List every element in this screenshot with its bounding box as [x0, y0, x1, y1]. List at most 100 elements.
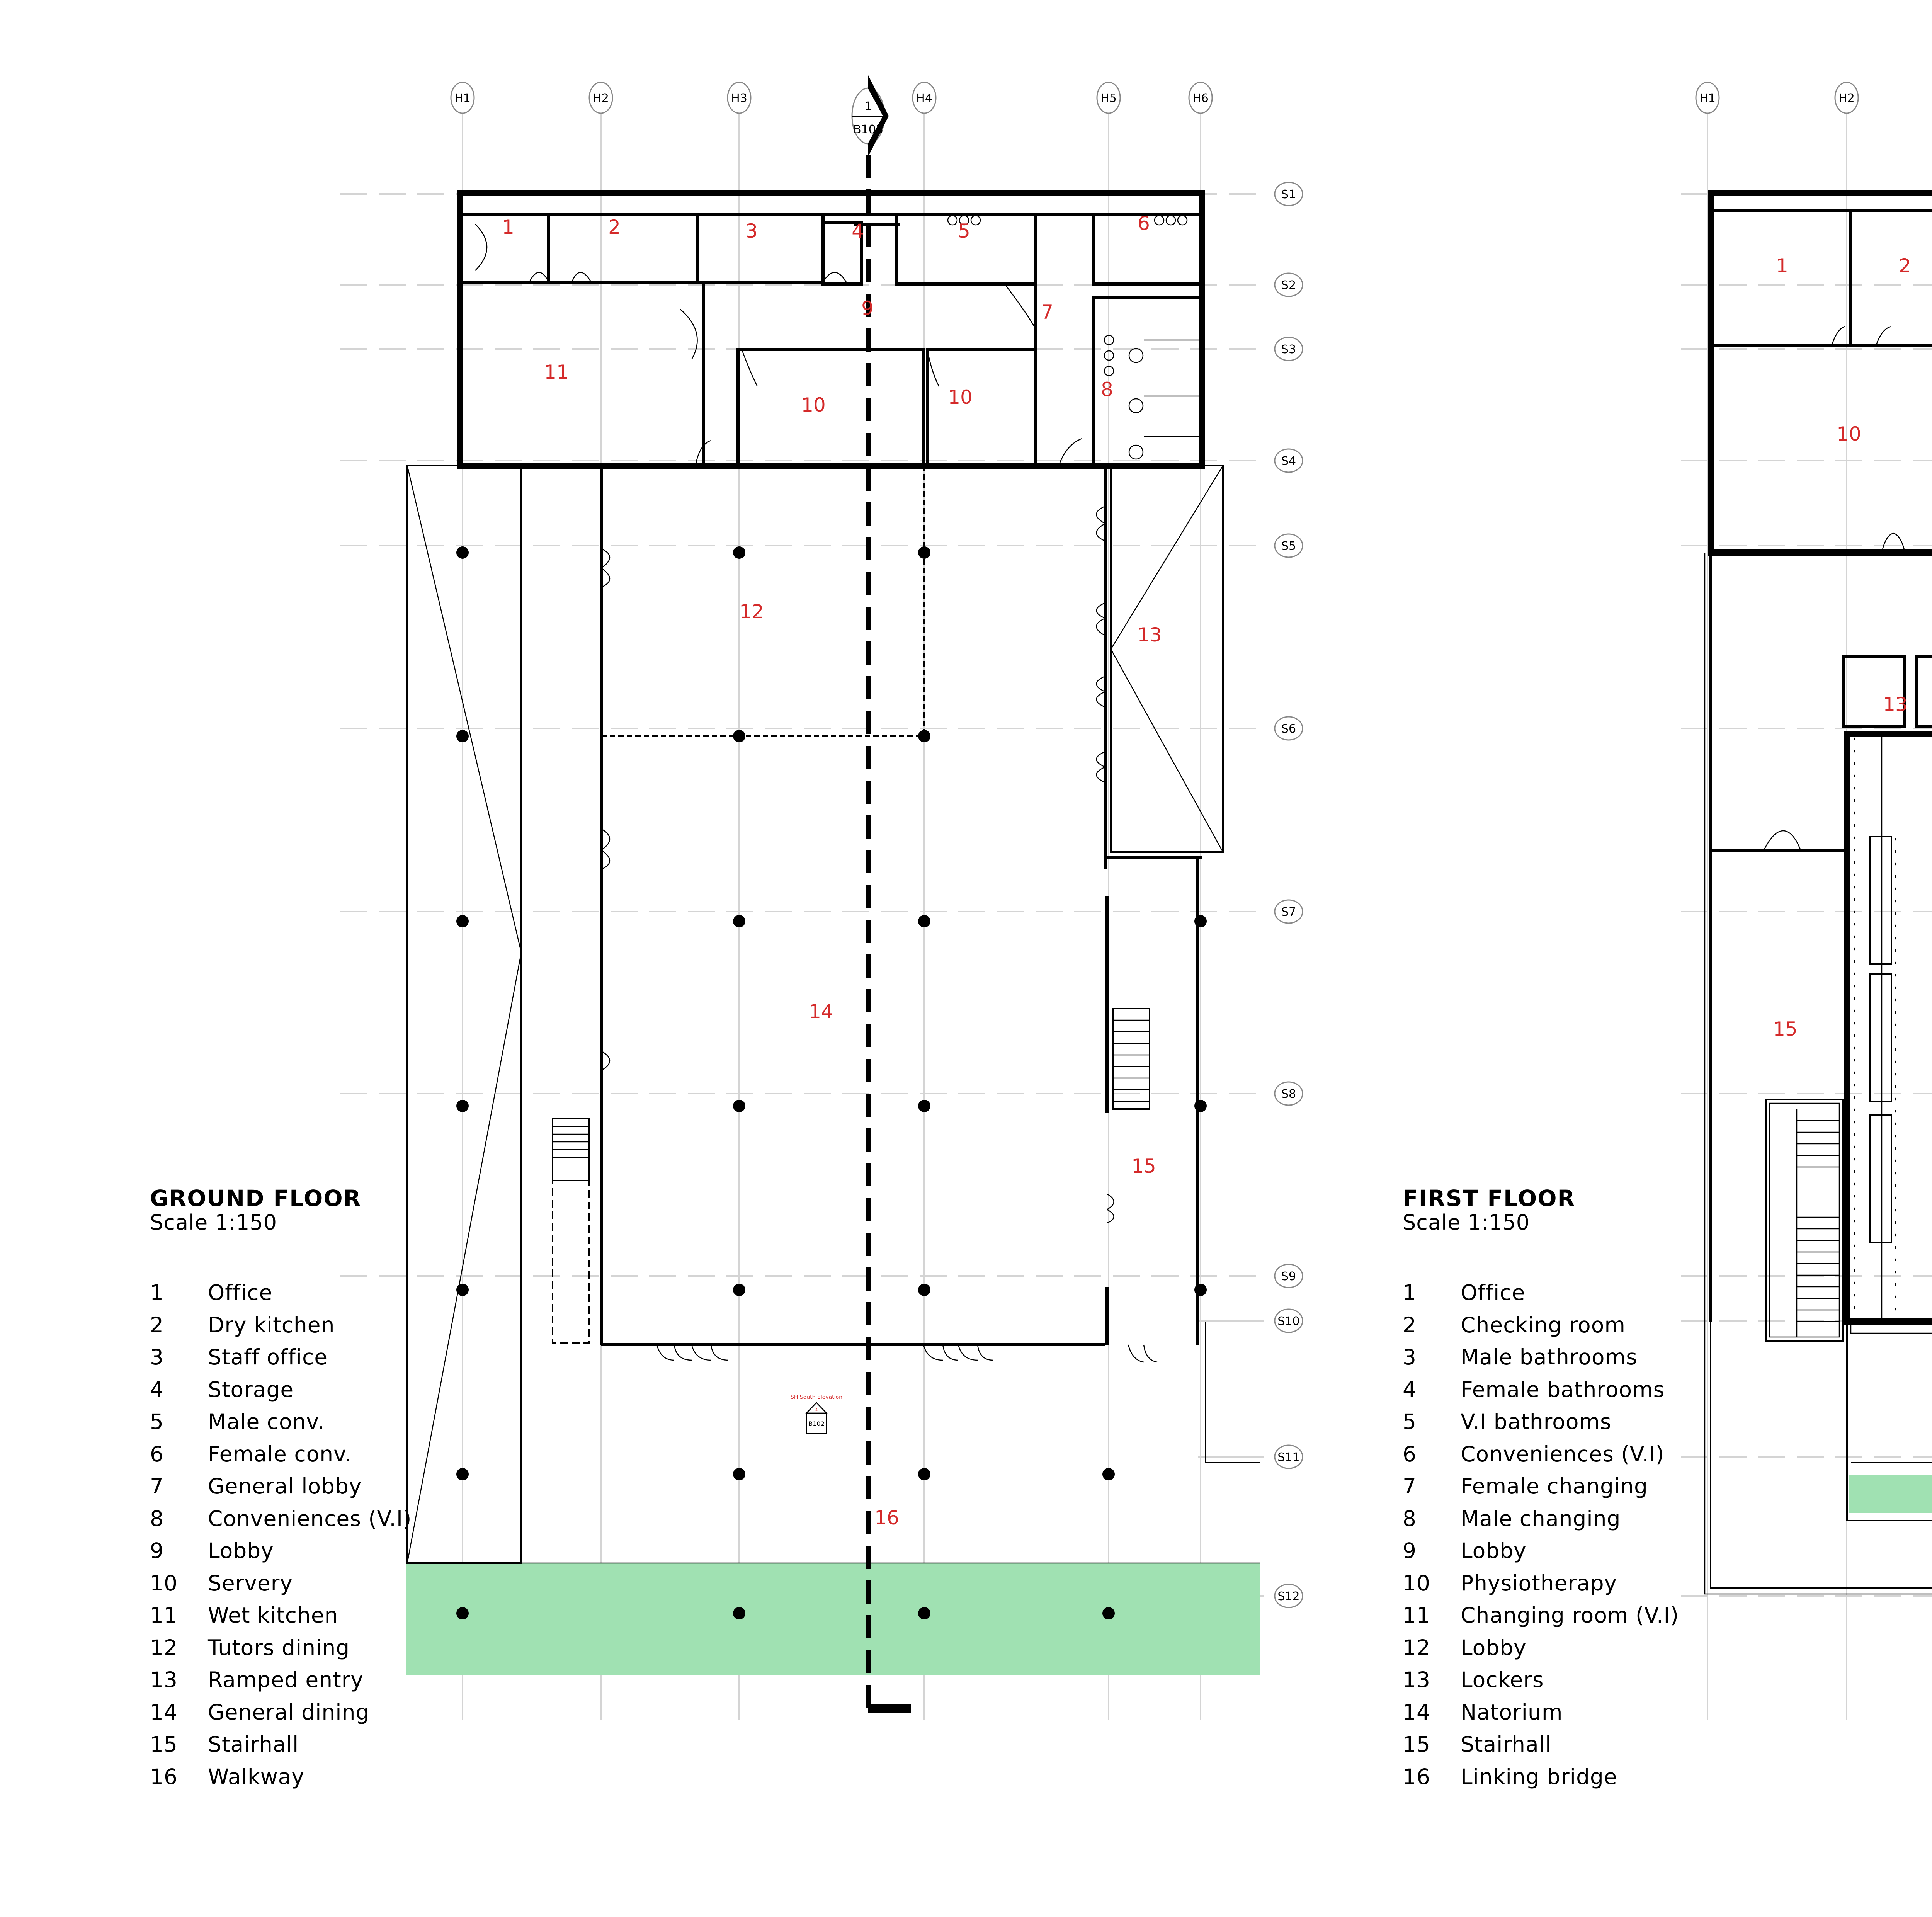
ground-floor-h-bubbles: H1 H2 H3 H4 H5 H6 [450, 82, 1213, 114]
ground-floor-service-block [457, 190, 1205, 469]
first-floor-service-block [1708, 190, 1932, 556]
ground-floor-elevation-marker: SH South Elevation 4 B102 [791, 1394, 842, 1434]
grid-label: S6 [1281, 722, 1296, 736]
room-tag: 16 [874, 1507, 899, 1529]
ground-floor-columns [456, 546, 1207, 1619]
room-tag: 10 [801, 394, 826, 416]
stairhall [1105, 856, 1260, 1463]
section-number: 1 [864, 100, 872, 113]
room-tag: 1 [1776, 255, 1788, 277]
natatorium [1844, 731, 1932, 1325]
ramped-entry [1110, 465, 1224, 853]
ground-floor-room-tags: 1 2 3 4 5 6 7 8 9 10 10 11 12 13 14 15 1… [502, 212, 1162, 1529]
grid-label: S9 [1281, 1270, 1296, 1283]
grid-label: S10 [1277, 1315, 1299, 1328]
grid-label: H5 [1100, 92, 1117, 105]
elevation-title: SH South Elevation [791, 1394, 842, 1400]
grid-label: S12 [1277, 1590, 1299, 1603]
ground-floor-scale: Scale 1:150 [150, 1210, 277, 1235]
room-tag: 10 [1837, 423, 1861, 445]
lockers [1842, 655, 1932, 728]
left-canopy [406, 465, 522, 1564]
grid-label: S8 [1281, 1087, 1296, 1101]
grid-label: S5 [1281, 539, 1296, 553]
grid-label: S1 [1281, 188, 1296, 201]
ground-floor-s-bubbles: S1 S2 S3 S4 S5 S6 S7 S8 S9 S10 S11 S12 [1274, 182, 1303, 1608]
room-tag: 14 [809, 1000, 833, 1023]
grid-label: H2 [1838, 92, 1855, 105]
elevation-number: 4 [815, 1408, 818, 1412]
grid-label: S11 [1277, 1451, 1299, 1464]
first-floor-title: FIRST FLOOR [1403, 1185, 1576, 1211]
linking-bridge [1704, 1321, 1932, 1595]
bridge-highlight [1849, 1475, 1932, 1513]
room-tag: 5 [958, 220, 970, 242]
room-tag: 13 [1137, 624, 1162, 646]
grid-label: H6 [1192, 92, 1209, 105]
dining-hall [552, 466, 1107, 1361]
room-tag: 3 [745, 220, 758, 242]
room-tag: 2 [1899, 255, 1911, 277]
elevation-sheet: B102 [808, 1420, 825, 1427]
room-tag: 13 [1883, 693, 1908, 716]
first-floor-plan: H1 H2 H3 H4 H5 H6 S1 S2 S3 S4 S5 S6 S7 S… [1681, 82, 1932, 1720]
grid-label: H2 [593, 92, 609, 105]
first-floor-h-bubbles: H1 H2 H3 H4 H5 H6 [1695, 82, 1859, 114]
walkway-highlight [406, 1563, 1260, 1675]
grid-label: S3 [1281, 343, 1296, 356]
grid-label: H3 [731, 92, 747, 105]
grid-label: S4 [1281, 454, 1296, 468]
ground-floor-plan: H1 H2 H3 H4 H5 H6 S1 S2 S3 S4 S5 S6 S7 S… [340, 75, 1303, 1720]
room-tag: 6 [1138, 212, 1150, 235]
first-floor-west-stair [1765, 1099, 1844, 1342]
grid-label: H1 [1699, 92, 1716, 105]
room-tag: 7 [1041, 301, 1053, 323]
room-tag: 4 [852, 220, 864, 242]
room-tag: 12 [739, 600, 764, 623]
room-tag: 9 [861, 297, 874, 320]
first-floor-perimeter [1704, 553, 1847, 1322]
first-floor-scale: Scale 1:150 [1403, 1210, 1530, 1235]
room-tag: 11 [544, 361, 569, 383]
room-tag: 8 [1101, 378, 1113, 401]
grid-label: S2 [1281, 279, 1296, 292]
ground-floor-title: GROUND FLOOR [150, 1185, 362, 1211]
grid-label: S7 [1281, 905, 1296, 919]
first-floor-room-tags: 1 2 3 4 5 6 7 8 9 10 11 12 13 13 13 13 1… [1773, 255, 1911, 1040]
grid-label: H4 [916, 92, 932, 105]
room-tag: 15 [1773, 1018, 1798, 1040]
ground-floor-grid [340, 112, 1264, 1720]
room-tag: 1 [502, 216, 514, 238]
